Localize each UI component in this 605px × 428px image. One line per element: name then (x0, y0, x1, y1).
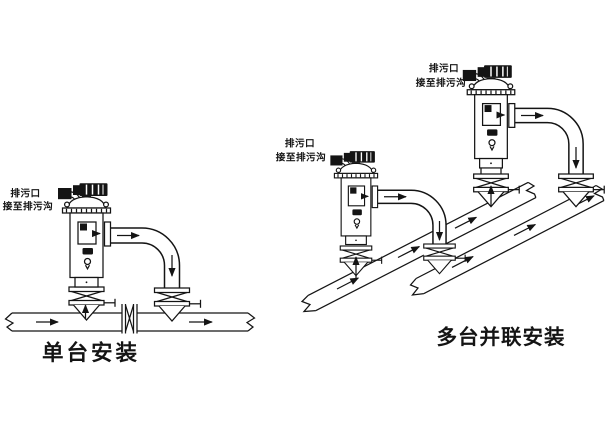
parallel-unit-right: 排污口 接至排污沟 (416, 63, 605, 208)
pipe-break-icon (593, 184, 605, 201)
drain-label-line1: 排污口 (429, 63, 459, 75)
pipe-break-icon (525, 181, 537, 198)
parallel-installation-diagram: 排污口 接至排污沟 排污口 接至排污沟 多台并联安装 (276, 63, 605, 349)
single-installation-caption: 单台安装 (42, 340, 140, 365)
flow-arrow (451, 256, 474, 268)
pipe-break-icon (409, 278, 424, 296)
filter-unit (58, 183, 111, 287)
pipe-break-icon (245, 312, 256, 332)
drain-label-line1: 排污口 (10, 188, 40, 200)
parallel-unit-left: 排污口 接至排污沟 (276, 138, 466, 278)
single-installation-diagram: 排污口 接至排污沟 单台安装 (3, 183, 256, 365)
flow-arrow (397, 246, 421, 259)
drain-label-line2: 接至排污沟 (3, 201, 53, 213)
bypass-valve (121, 304, 138, 334)
outlet-expansion-joint (423, 243, 466, 275)
outlet-expansion-joint (153, 287, 202, 322)
filter-unit (330, 151, 377, 244)
parallel-installation-caption: 多台并联安装 (437, 325, 566, 349)
flow-arrow (577, 195, 595, 205)
drain-label-line1: 排污口 (285, 138, 315, 150)
flow-arrow (513, 223, 537, 236)
flow-arrow (336, 277, 360, 290)
pipe-break-icon (4, 312, 15, 332)
drain-label-line2: 接至排污沟 (416, 77, 466, 89)
inlet-expansion-joint (68, 286, 116, 321)
flow-arrow (454, 216, 478, 229)
filter-unit (463, 65, 515, 168)
drain-label-line2: 接至排污沟 (276, 152, 326, 164)
pipe-break-icon (300, 294, 316, 313)
